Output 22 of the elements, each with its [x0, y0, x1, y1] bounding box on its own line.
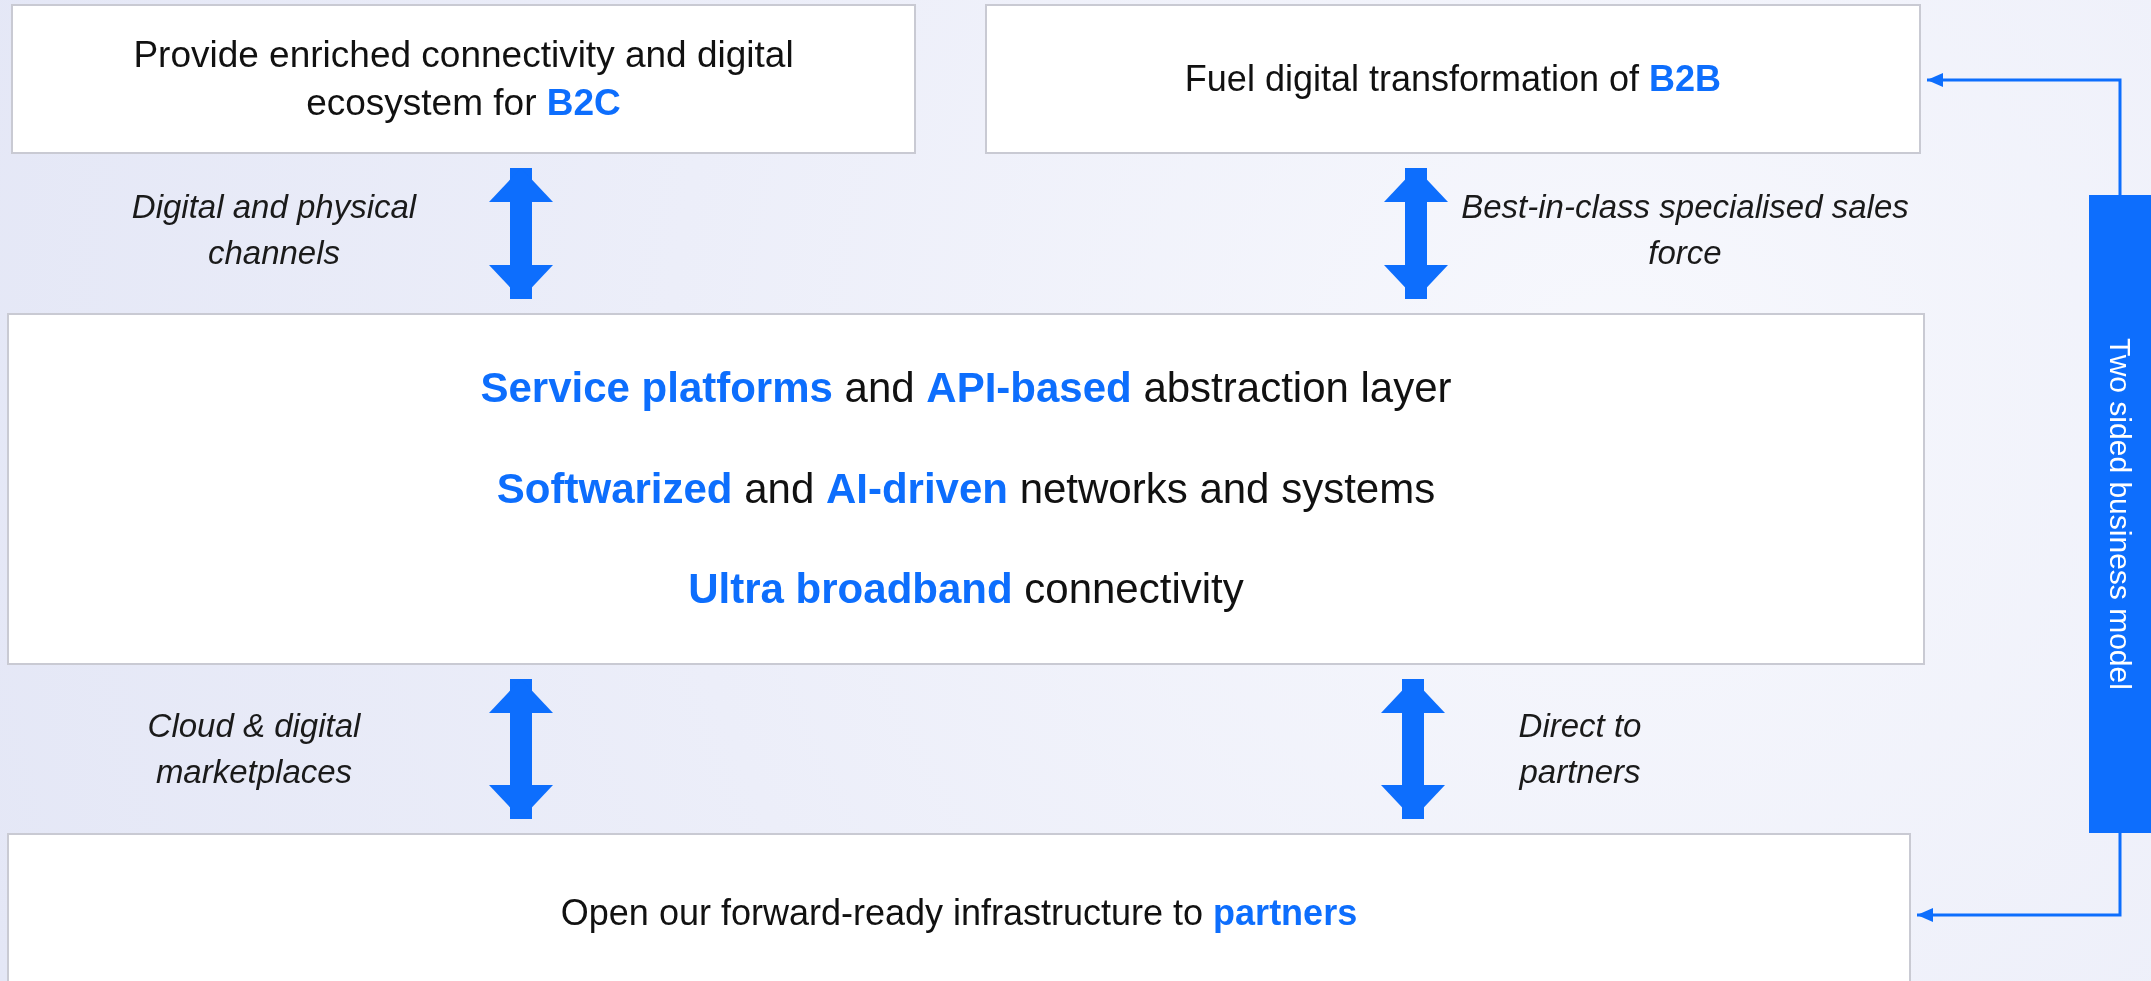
- edge-label: Digital and physical channels: [130, 187, 418, 274]
- double-arrow: [1381, 679, 1445, 819]
- vertical-banner: [2089, 195, 2151, 833]
- edge-label: Direct to partners: [1517, 706, 1643, 793]
- box-text: Open our forward-ready infrastructure to partners: [560, 890, 1358, 935]
- text-box: [7, 313, 1925, 665]
- box-text: Provide enriched connectivity and digital ecosystem for B2C: [132, 32, 795, 125]
- box-text: Fuel digital transformation of B2B: [1184, 56, 1722, 101]
- box-text: Softwarized and AI-driven networks and systems: [496, 463, 1436, 514]
- double-arrow: [1384, 168, 1448, 299]
- double-arrow: [489, 679, 553, 819]
- arrow: [1917, 833, 2122, 922]
- edge-label: Best-in-class specialised sales force: [1460, 187, 1910, 274]
- arrow: [1927, 73, 2122, 195]
- text-box: [7, 833, 1911, 981]
- box-text: Ultra broadband connectivity: [688, 564, 1244, 615]
- text-box: [985, 4, 1921, 154]
- double-arrow: [489, 168, 553, 299]
- banner-text: Two sided business model: [2103, 338, 2137, 690]
- text-box: [11, 4, 916, 154]
- edge-label: Cloud & digital marketplaces: [146, 706, 362, 793]
- box-text: Service platforms and API-based abstraction layer: [480, 363, 1452, 414]
